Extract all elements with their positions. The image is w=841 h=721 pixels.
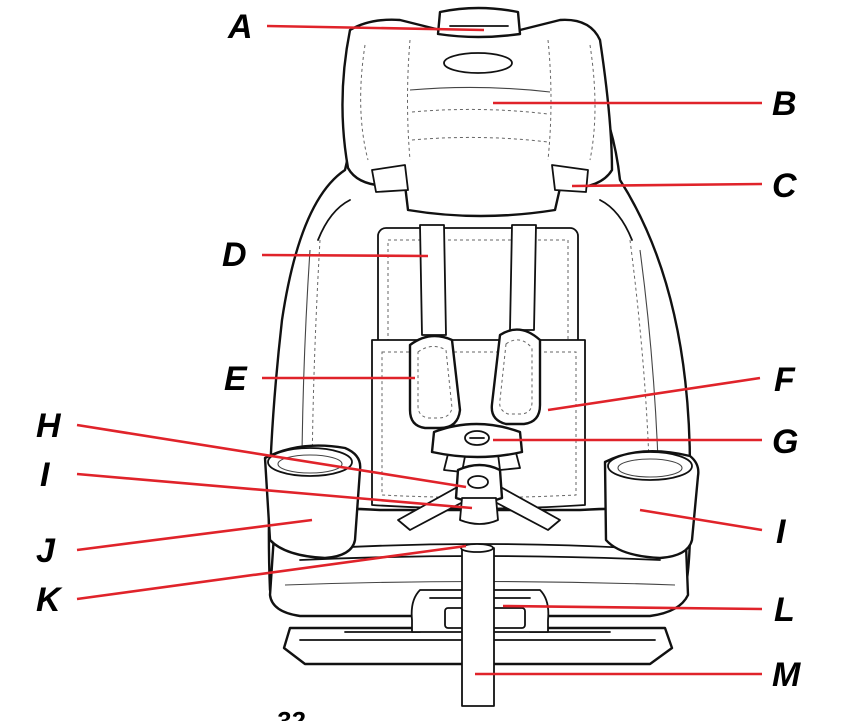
leader-j xyxy=(76,518,313,552)
chest-clip xyxy=(430,422,524,459)
shoulder-pads xyxy=(408,328,542,430)
label-l: L xyxy=(774,591,795,629)
leader-a xyxy=(266,24,485,32)
label-i-left: I xyxy=(40,456,51,494)
label-a: A xyxy=(227,8,253,46)
label-c: C xyxy=(772,167,797,205)
leader-i-right xyxy=(639,508,763,532)
label-h: H xyxy=(36,407,62,445)
label-d: D xyxy=(222,236,247,274)
callout-labels: A B C D E F G H I J K I L M xyxy=(36,8,801,694)
cup-holder-right xyxy=(603,450,700,560)
label-b: B xyxy=(772,85,797,123)
label-e: E xyxy=(224,360,248,398)
leader-k xyxy=(76,544,467,601)
page-number: 32 xyxy=(276,706,305,721)
harness-buckle xyxy=(454,463,504,525)
leader-h xyxy=(76,423,467,489)
label-m: M xyxy=(772,656,801,694)
label-f: F xyxy=(774,361,796,399)
leader-lines xyxy=(76,24,763,676)
headrest xyxy=(341,6,614,218)
leader-c xyxy=(571,182,763,188)
leader-f xyxy=(547,376,761,412)
label-i-right: I xyxy=(776,513,787,551)
label-k: K xyxy=(36,581,63,619)
leader-d xyxy=(261,253,429,258)
car-seat-illustration xyxy=(263,6,700,707)
leader-i-left xyxy=(76,472,473,510)
label-g: G xyxy=(772,423,798,461)
adjuster-strap xyxy=(460,543,495,707)
leader-l xyxy=(502,604,763,611)
label-j: J xyxy=(36,532,56,570)
